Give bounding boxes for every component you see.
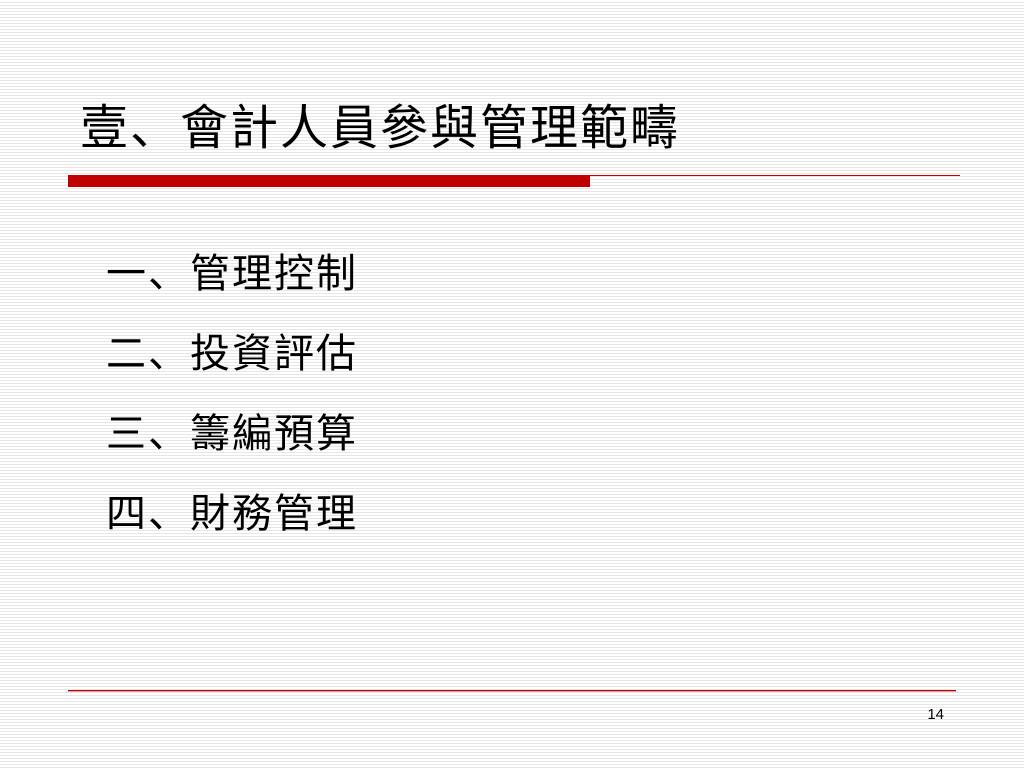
list-item: 三、籌編預算 <box>106 411 358 457</box>
slide-title: 壹、會計人員參與管理範疇 <box>80 100 681 156</box>
title-underline-accent <box>68 175 590 187</box>
list-item: 四、財務管理 <box>106 491 358 537</box>
footer-divider <box>68 690 956 692</box>
page-number: 14 <box>927 706 944 723</box>
content-list: 一、管理控制 二、投資評估 三、籌編預算 四、財務管理 <box>106 234 358 554</box>
list-item: 一、管理控制 <box>106 251 358 297</box>
list-item: 二、投資評估 <box>106 331 358 377</box>
